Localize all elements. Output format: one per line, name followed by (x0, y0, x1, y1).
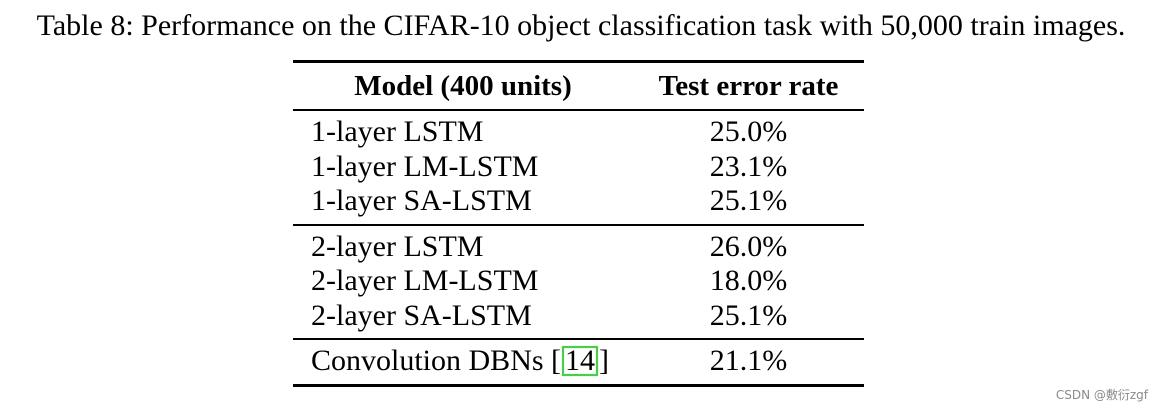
error-cell: 25.1% (709, 298, 788, 332)
top-rule (293, 60, 864, 63)
bottom-rule (293, 383, 864, 387)
error-cell: 26.0% (709, 229, 788, 263)
model-cell: 2-layer SA-LSTM (311, 298, 532, 332)
table-row: 1-layer LM-LSTM 23.1% (293, 150, 864, 185)
header-model: Model (400 units) (354, 69, 572, 102)
model-cell: 1-layer LM-LSTM (311, 149, 539, 183)
table-row: 2-layer SA-LSTM 25.1% (293, 299, 864, 334)
group-rule (293, 338, 864, 340)
error-cell: 18.0% (709, 264, 788, 298)
error-cell: 25.0% (709, 115, 788, 149)
table-caption: Table 8: Performance on the CIFAR-10 obj… (36, 9, 1126, 42)
table-header-row: Model (400 units) Test error rate (293, 63, 864, 109)
citation-link[interactable]: 14 (562, 346, 599, 377)
model-cell: 1-layer SA-LSTM (311, 184, 532, 218)
header-rule (293, 109, 864, 111)
group-2-layer: 2-layer LSTM 26.0% 2-layer LM-LSTM 18.0%… (293, 226, 864, 339)
error-cell: 21.1% (709, 344, 788, 378)
model-cell: 1-layer LSTM (311, 115, 484, 149)
error-cell: 25.1% (709, 184, 788, 218)
model-cell: 2-layer LM-LSTM (311, 264, 539, 298)
header-error-rate: Test error rate (658, 69, 839, 102)
table-row: 2-layer LSTM 26.0% (293, 230, 864, 265)
error-cell: 23.1% (709, 149, 788, 183)
table-row: 1-layer LSTM 25.0% (293, 115, 864, 150)
results-table: Model (400 units) Test error rate 1-laye… (293, 60, 864, 387)
model-name-suffix: ] (599, 344, 610, 378)
table-row: 1-layer SA-LSTM 25.1% (293, 184, 864, 219)
model-cell: Convolution DBNs [14] (293, 344, 633, 378)
group-baseline: Convolution DBNs [14] 21.1% (293, 340, 864, 384)
model-name: Convolution DBNs [ (311, 344, 562, 378)
table-row: Convolution DBNs [14] 21.1% (293, 344, 864, 379)
table-row: 2-layer LM-LSTM 18.0% (293, 264, 864, 299)
model-cell: 2-layer LSTM (311, 229, 484, 263)
group-1-layer: 1-layer LSTM 25.0% 1-layer LM-LSTM 23.1%… (293, 111, 864, 224)
watermark: CSDN @敷衍zgf (1055, 388, 1148, 402)
group-rule (293, 223, 864, 226)
